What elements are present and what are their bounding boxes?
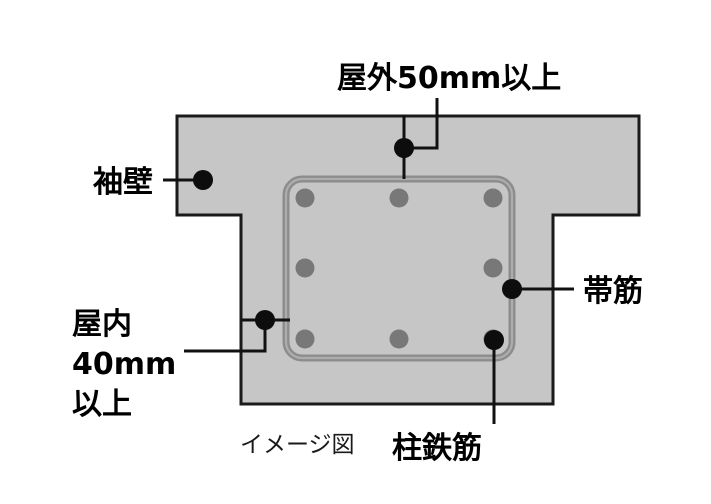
label-indoor-cover-line1: 屋内 <box>72 307 132 342</box>
marker-column-rebar <box>484 330 504 350</box>
label-outdoor-cover: 屋外50mm以上 <box>337 61 561 96</box>
rebar-bar-top-left <box>295 188 315 208</box>
label-indoor-cover-line3: 以上 <box>72 387 132 422</box>
rebar-bar-middle-right <box>483 258 503 278</box>
marker-indoor-cover <box>255 310 275 330</box>
label-wing-wall: 袖壁 <box>92 165 153 200</box>
label-column-rebar: 柱鉄筋 <box>392 431 482 466</box>
rebar-bar-middle-left <box>295 258 315 278</box>
marker-wing-wall <box>193 170 213 190</box>
concrete-section-shape <box>175 114 641 406</box>
rebar-bar-top-right <box>483 188 503 208</box>
rebar-bar-top-center <box>389 188 409 208</box>
label-indoor-cover-line2: 40mm <box>72 347 176 382</box>
leader-outdoor-cover <box>404 98 439 150</box>
rebar-bar-bottom-left <box>295 329 315 349</box>
leader-indoor-cover <box>184 320 267 353</box>
rebar-bar-bottom-center <box>389 329 409 349</box>
diagram-caption: イメージ図 <box>240 432 355 458</box>
marker-outdoor-cover <box>394 138 414 158</box>
hoop-stirrup-highlight <box>284 177 514 360</box>
marker-hoop <box>502 279 522 299</box>
label-hoop: 帯筋 <box>583 274 643 309</box>
